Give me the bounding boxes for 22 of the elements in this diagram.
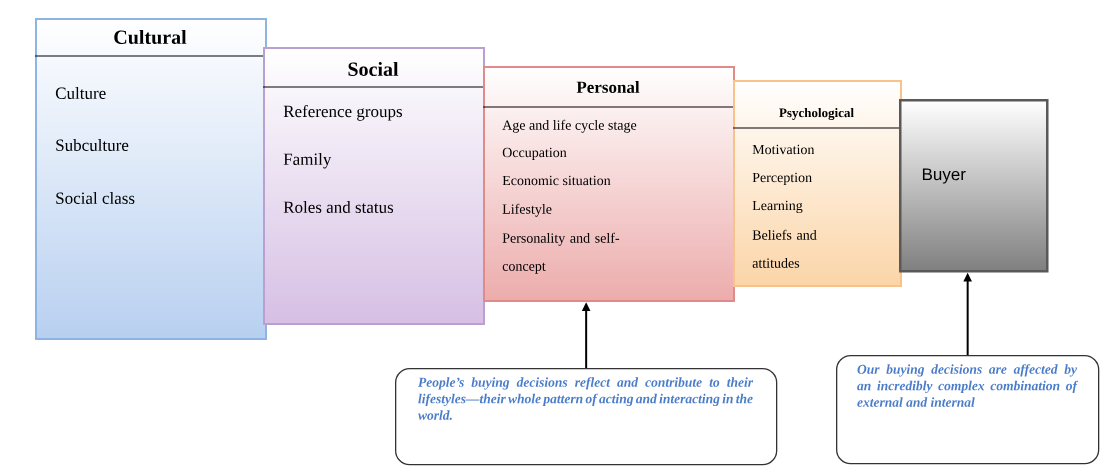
- factor-text: Perception: [752, 172, 812, 186]
- box-heading: Psychological: [779, 108, 854, 120]
- factor-text: Lifestyle: [502, 203, 552, 217]
- factor-text: Roles and status: [283, 201, 394, 213]
- factor-text: Personality and self-concept: [502, 232, 620, 274]
- factor-text: Economic situation: [502, 175, 611, 186]
- callout-box: Our buying decisions are affected by an incredibly complex combination of external and internal: [836, 355, 1100, 465]
- buyer-box: Buyer: [899, 99, 1049, 273]
- callout-box: People’s buying decisions reflect and contribute to their lifestyles—their whole pattern of acting and interacting in the world.: [395, 368, 778, 466]
- box-heading: Cultural: [114, 29, 187, 45]
- factor-text: Reference groups: [283, 105, 402, 121]
- factor-text: Motivation: [752, 144, 815, 155]
- factor-text: Culture: [55, 87, 106, 99]
- box-heading: Personal: [576, 81, 640, 93]
- box-heading: Social: [348, 61, 399, 77]
- factor-text: Family: [283, 153, 332, 169]
- factor-text: Subculture: [56, 139, 129, 151]
- factor-text: Learning: [752, 200, 803, 214]
- factor-text: Social class: [56, 192, 135, 204]
- factor-text: Age and life cycle stage: [502, 119, 637, 133]
- factor-text: Beliefs and attitudes: [752, 229, 817, 268]
- factor-text: Occupation: [502, 147, 567, 161]
